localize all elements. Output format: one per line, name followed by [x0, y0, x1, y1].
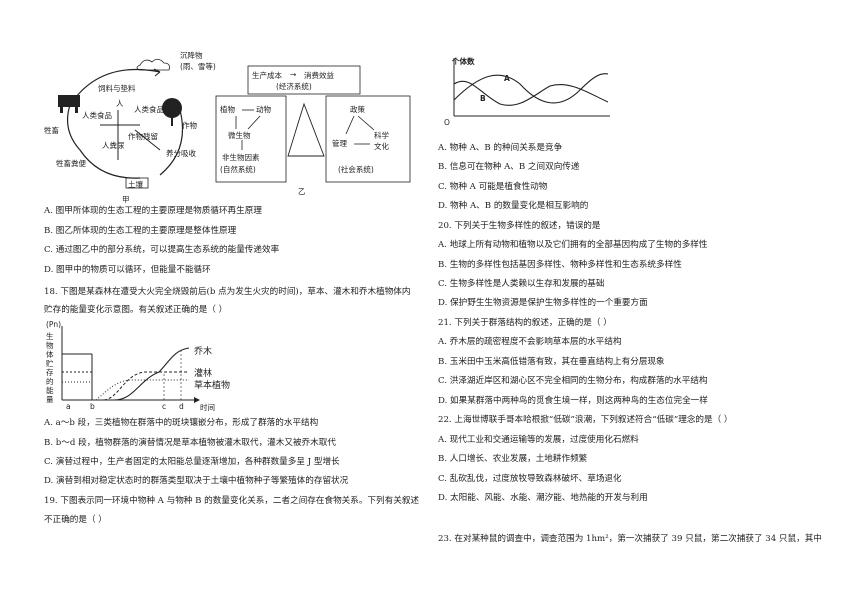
nonbio-label: 非生物因素 — [222, 153, 260, 162]
animal-label: 动物 — [256, 105, 271, 114]
cost-label: 生产成本 — [252, 71, 282, 80]
pop-label-b: B — [480, 94, 486, 103]
q19-stem-2: 不正确的是（ ） — [44, 515, 107, 525]
q22-option-a: A. 现代工业和交通运输等的发展，过度使用化石燃料 — [438, 435, 639, 445]
crop-residue-label: 作物残留 — [128, 132, 158, 141]
q19-stem-1: 19. 下图表示同一环境中物种 A 与物种 B 的数量变化关系，二者之间存在食物… — [44, 496, 420, 506]
manure-label: 牲畜粪便 — [56, 159, 86, 168]
figure-jia: 沉降物 (雨、雪等) 饲料与垫料 人 人类食品 人类食品 牲畜 作物残留 作物 … — [40, 50, 216, 204]
policy-label: 政策 — [350, 105, 365, 114]
social-system-label: (社会系统) — [338, 165, 374, 174]
q17-option-c: C. 通过图乙中的部分系统，可以提高生态系统的能量传递效率 — [44, 245, 280, 255]
q19-option-c: C. 物种 A 可能是植食性动物 — [438, 182, 548, 192]
figure-yi-drawing — [215, 65, 411, 183]
q21-stem: 21. 下列关于群落结构的叙述，正确的是（ ） — [438, 318, 612, 328]
q18-option-d: D. 演替到相对稳定状态时的群落类型取决于土壤中植物种子等繁殖体的存留状况 — [44, 476, 349, 486]
natural-system-label: (自然系统) — [220, 165, 256, 174]
legend-shrub: 灌林 — [194, 369, 213, 379]
q21-option-c: C. 洪泽湖近岸区和湖心区不完全相同的生物分布，构成群落的水平结构 — [438, 376, 708, 386]
plant-label: 植物 — [220, 105, 235, 114]
econ-system-label: (经济系统) — [276, 82, 312, 91]
q19-option-d: D. 物种 A、B 的数量变化是相互影响的 — [438, 201, 589, 211]
species-a-curve — [453, 73, 609, 104]
manage-label: 管理 — [332, 139, 347, 148]
legend-tree: 乔木 — [194, 347, 213, 357]
q23-stem: 23. 在对某种鼠的调查中，调查范围为 1hm²，第一次捕获了 39 只鼠，第二… — [438, 534, 822, 544]
q17-option-b: B. 图乙所体现的生态工程的主要原理是整体性原理 — [44, 226, 237, 236]
energy-chart: (Pn) 生物体贮存的能量 时间 a b c d 乔木 灌林 草本植物 — [44, 320, 244, 412]
figure-yi: 生产成本 → 消费效益 (经济系统) 植物 动物 微生物 非生物因素 (自然系统… — [214, 64, 414, 198]
energy-xlabel: 时间 — [200, 403, 215, 412]
q18-stem-1: 18. 下图是某森林在遭受大火完全烧毁前后(b 点为发生火灾的时间)，草本、灌木… — [44, 287, 411, 297]
q21-option-a: A. 乔木层的疏密程度不会影响草本层的水平结构 — [438, 337, 622, 347]
q20-stem: 20. 下列关于生物多样性的叙述，错误的是 — [438, 221, 601, 231]
q19-option-a: A. 物种 A、B 的种间关系是竞争 — [438, 143, 563, 153]
population-chart-svg — [453, 58, 610, 117]
livestock-label: 牲畜 — [44, 126, 59, 135]
human-food-label-2: 人类食品 — [134, 105, 164, 114]
q19-option-b: B. 信息可在物种 A、B 之间双向传递 — [438, 162, 580, 172]
q22-stem: 22. 上海世博联手哥本哈根掀“低碳”浪潮，下列叙述符合“低碳”理念的是（ ） — [438, 415, 733, 425]
energy-ylabel: 生物体贮存的能量 — [46, 332, 54, 404]
energy-chart-svg — [61, 326, 200, 403]
energy-ylabel-unit: (Pn) — [46, 320, 61, 329]
pop-label-a: A — [504, 74, 510, 83]
shrub-curve — [103, 371, 189, 401]
q20-option-a: A. 地球上所有动物和植物以及它们拥有的全部基因构成了生物的多样性 — [438, 240, 708, 250]
q18-option-b: B. b～d 段，植物群落的演替情况是草本植物被灌木取代，灌木又被乔木取代 — [44, 438, 336, 448]
tick-b: b — [90, 402, 95, 411]
q22-option-d: D. 太阳能、风能、水能、潮汐能、地热能的开发与利用 — [438, 493, 648, 503]
figure-jia-caption: 甲 — [122, 195, 130, 204]
econ-arrow: → — [290, 70, 297, 79]
pop-ylabel: 个体数 — [452, 57, 475, 66]
q18-option-a: A. a～b 段，三类植物在群落中的斑块镶嵌分布，形成了群落的水平结构 — [44, 418, 319, 428]
population-chart: 个体数 O A B — [440, 54, 615, 128]
nutrient-absorb-label: 养分吸收 — [166, 149, 196, 158]
q20-option-d: D. 保护野生生物资源是保护生物多样性的一个重要方面 — [438, 298, 648, 308]
herb-curve — [95, 379, 189, 401]
q22-option-b: B. 人口增长、农业发展，土地耕作频繁 — [438, 454, 588, 464]
human-excreta-label: 人粪尿 — [102, 141, 125, 150]
science-label: 科学 — [374, 131, 389, 140]
figure-jia-drawing — [58, 58, 184, 189]
tick-d: d — [179, 402, 184, 411]
legend-herb: 草本植物 — [194, 381, 231, 391]
tree-curve — [113, 347, 190, 401]
benefit-label: 消费效益 — [304, 71, 334, 80]
q21-option-d: D. 如果某群落中两种鸟的觅食生境一样，则这两种鸟的生态位完全一样 — [438, 396, 708, 406]
microbe-label: 微生物 — [228, 131, 251, 140]
pop-origin: O — [444, 118, 450, 127]
soil-label: 土壤 — [128, 180, 143, 189]
q17-option-a: A. 图甲所体现的生态工程的主要原理是物质循环再生原理 — [44, 206, 262, 216]
q21-option-b: B. 玉米田中玉米高低错落有致，其在垂直结构上有分层现象 — [438, 357, 665, 367]
q18-option-c: C. 演替过程中，生产者固定的太阳能总量逐渐增加，各种群数量多呈 J 型增长 — [44, 457, 340, 467]
people-label: 人 — [116, 99, 124, 108]
q20-option-c: C. 生物多样性是人类赖以生存和发展的基础 — [438, 279, 605, 289]
tick-a: a — [66, 402, 71, 411]
crops-label: 作物 — [182, 121, 197, 130]
human-food-label-1: 人类食品 — [82, 111, 112, 120]
feed-label: 饲料与垫料 — [98, 84, 136, 93]
q18-stem-2: 贮存的能量变化示意图。有关叙述正确的是（ ） — [44, 305, 228, 315]
tick-c: c — [162, 402, 167, 411]
q20-option-b: B. 生物的多样性包括基因多样性、物种多样性和生态系统多样性 — [438, 260, 682, 270]
rain-label: 沉降物 (雨、雪等) — [180, 51, 216, 71]
q17-option-d: D. 图甲中的物质可以循环，但能量不能循环 — [44, 265, 211, 275]
culture-label: 文化 — [374, 142, 389, 151]
q22-option-c: C. 乱砍乱伐，过度放牧导致森林破坏、草场退化 — [438, 474, 622, 484]
species-b-curve — [453, 80, 609, 106]
figure-yi-caption: 乙 — [298, 187, 306, 196]
